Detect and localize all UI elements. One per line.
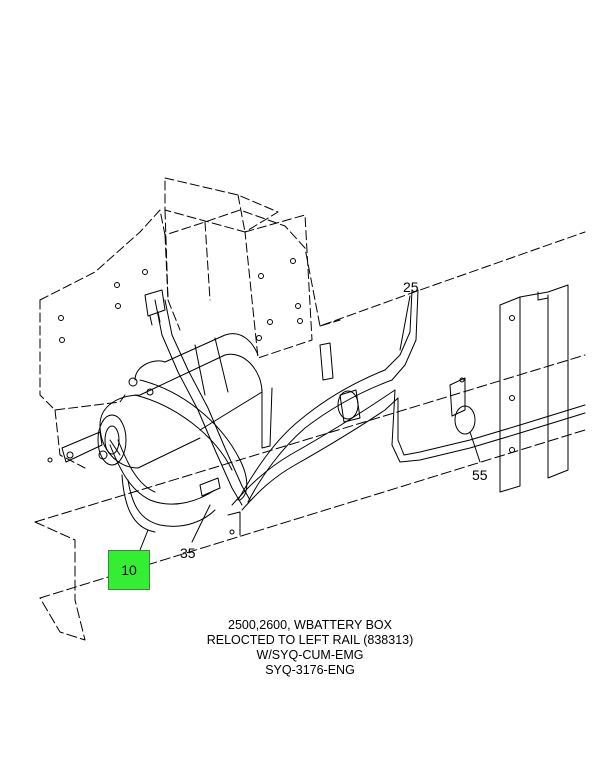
caption-line: SYQ-3176-ENG: [265, 663, 355, 677]
connector-plug: [144, 289, 166, 326]
leader-lines: [139, 295, 481, 551]
callout-25: 25: [403, 279, 419, 295]
terminal-studs: [98, 377, 154, 460]
starter-motor: [47, 333, 263, 469]
engine-block-outline: [39, 209, 586, 469]
caption-line: RELOCTED TO LEFT RAIL (838313): [206, 633, 414, 647]
battery-box-holes: [58, 258, 303, 343]
diagram-caption: 2500,2600, WBATTERY BOX RELOCTED TO LEFT…: [150, 618, 470, 678]
battery-box: [164, 177, 313, 359]
callout-35: 35: [180, 545, 196, 561]
caption-line: W/SYQ-CUM-EMG: [256, 648, 364, 662]
callout-10-highlight[interactable]: 10: [108, 550, 150, 590]
cable-clamps: [199, 342, 476, 536]
caption-line: 2500,2600, WBATTERY BOX: [228, 618, 392, 632]
vertical-bracket: [499, 284, 569, 493]
frame-rail: [34, 319, 586, 641]
cable-harness: [109, 289, 586, 533]
callout-55: 55: [472, 467, 488, 483]
callout-10: 10: [121, 562, 137, 578]
